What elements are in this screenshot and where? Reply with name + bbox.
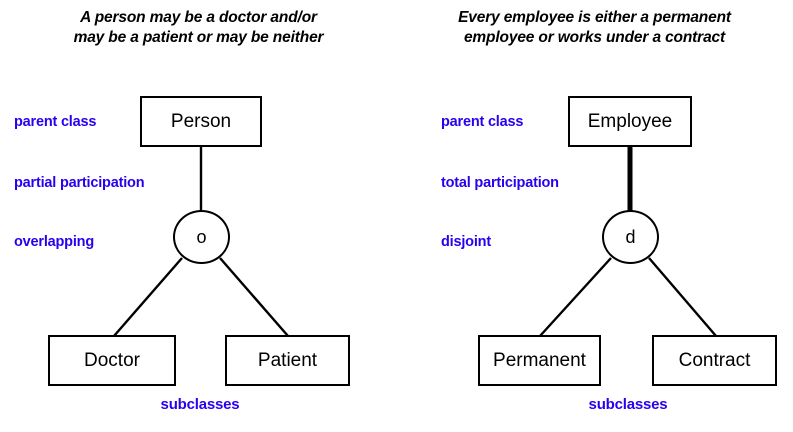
entity-box-contract[interactable]: Contract (652, 335, 777, 386)
specialization-circle-overlapping[interactable]: o (173, 210, 230, 264)
entity-label: Patient (257, 349, 318, 371)
entity-box-permanent[interactable]: Permanent (478, 335, 601, 386)
entity-label: Contract (678, 349, 751, 371)
annotation-parent-class-right: parent class (441, 114, 524, 130)
specialization-circle-disjoint[interactable]: d (602, 210, 659, 264)
panel-employee-hierarchy: Every employee is either a permanent emp… (396, 0, 793, 432)
specialization-symbol: o (196, 226, 207, 247)
entity-box-patient[interactable]: Patient (225, 335, 350, 386)
entity-label: Doctor (84, 349, 140, 371)
entity-box-employee[interactable]: Employee (568, 96, 692, 147)
annotation-constraint-left: overlapping (14, 234, 94, 250)
entity-label: Person (170, 110, 232, 132)
entity-label: Permanent (493, 349, 586, 371)
annotation-participation-right: total participation (441, 175, 559, 191)
panel-caption: A person may be a doctor and/or may be a… (73, 9, 324, 46)
annotation-participation-left: partial participation (14, 175, 145, 191)
annotation-parent-class-left: parent class (14, 114, 97, 130)
annotation-subclasses-right: subclasses (588, 396, 668, 413)
annotation-subclasses-left: subclasses (160, 396, 240, 413)
entity-box-person[interactable]: Person (140, 96, 262, 147)
panel-person-hierarchy: A person may be a doctor and/or may be a… (73, 9, 324, 46)
specialization-symbol: d (625, 226, 636, 247)
entity-box-doctor[interactable]: Doctor (48, 335, 176, 386)
annotation-constraint-right: disjoint (441, 234, 491, 250)
entity-label: Employee (587, 110, 673, 132)
panel-caption: Every employee is either a permanent emp… (458, 9, 731, 46)
